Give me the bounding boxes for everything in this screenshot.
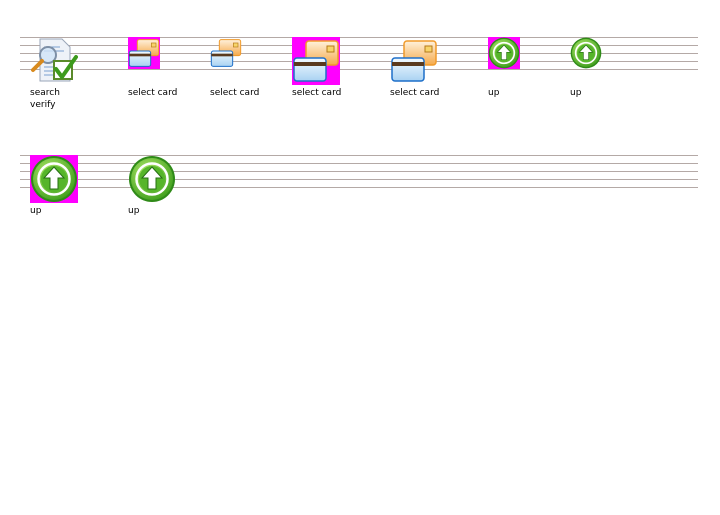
rule-line xyxy=(20,163,698,164)
icon-label: select card xyxy=(292,88,342,98)
icon-label: select card xyxy=(210,88,260,98)
rule-line xyxy=(20,45,698,46)
icon-label: up xyxy=(128,206,140,216)
up-icon[interactable] xyxy=(128,155,176,203)
icon-label: select card xyxy=(390,88,440,98)
up-icon[interactable] xyxy=(30,155,78,203)
rule-line xyxy=(20,69,698,70)
search-verify-icon[interactable] xyxy=(30,37,78,85)
select-card-icon[interactable] xyxy=(390,37,438,85)
icon-label: up xyxy=(30,206,42,216)
rule-line xyxy=(20,61,698,62)
up-icon[interactable] xyxy=(570,37,602,69)
rule-line xyxy=(20,187,698,188)
select-card-icon[interactable] xyxy=(210,37,242,69)
icon-label: up xyxy=(570,88,582,98)
select-card-icon[interactable] xyxy=(292,37,340,85)
rule-line xyxy=(20,179,698,180)
rule-line xyxy=(20,53,698,54)
icon-label: up xyxy=(488,88,500,98)
rule-line xyxy=(20,155,698,156)
icon-label: select card xyxy=(128,88,178,98)
select-card-icon[interactable] xyxy=(128,37,160,69)
icon-label: search verify xyxy=(30,88,60,110)
rule-line xyxy=(20,171,698,172)
rule-line xyxy=(20,37,698,38)
up-icon[interactable] xyxy=(488,37,520,69)
